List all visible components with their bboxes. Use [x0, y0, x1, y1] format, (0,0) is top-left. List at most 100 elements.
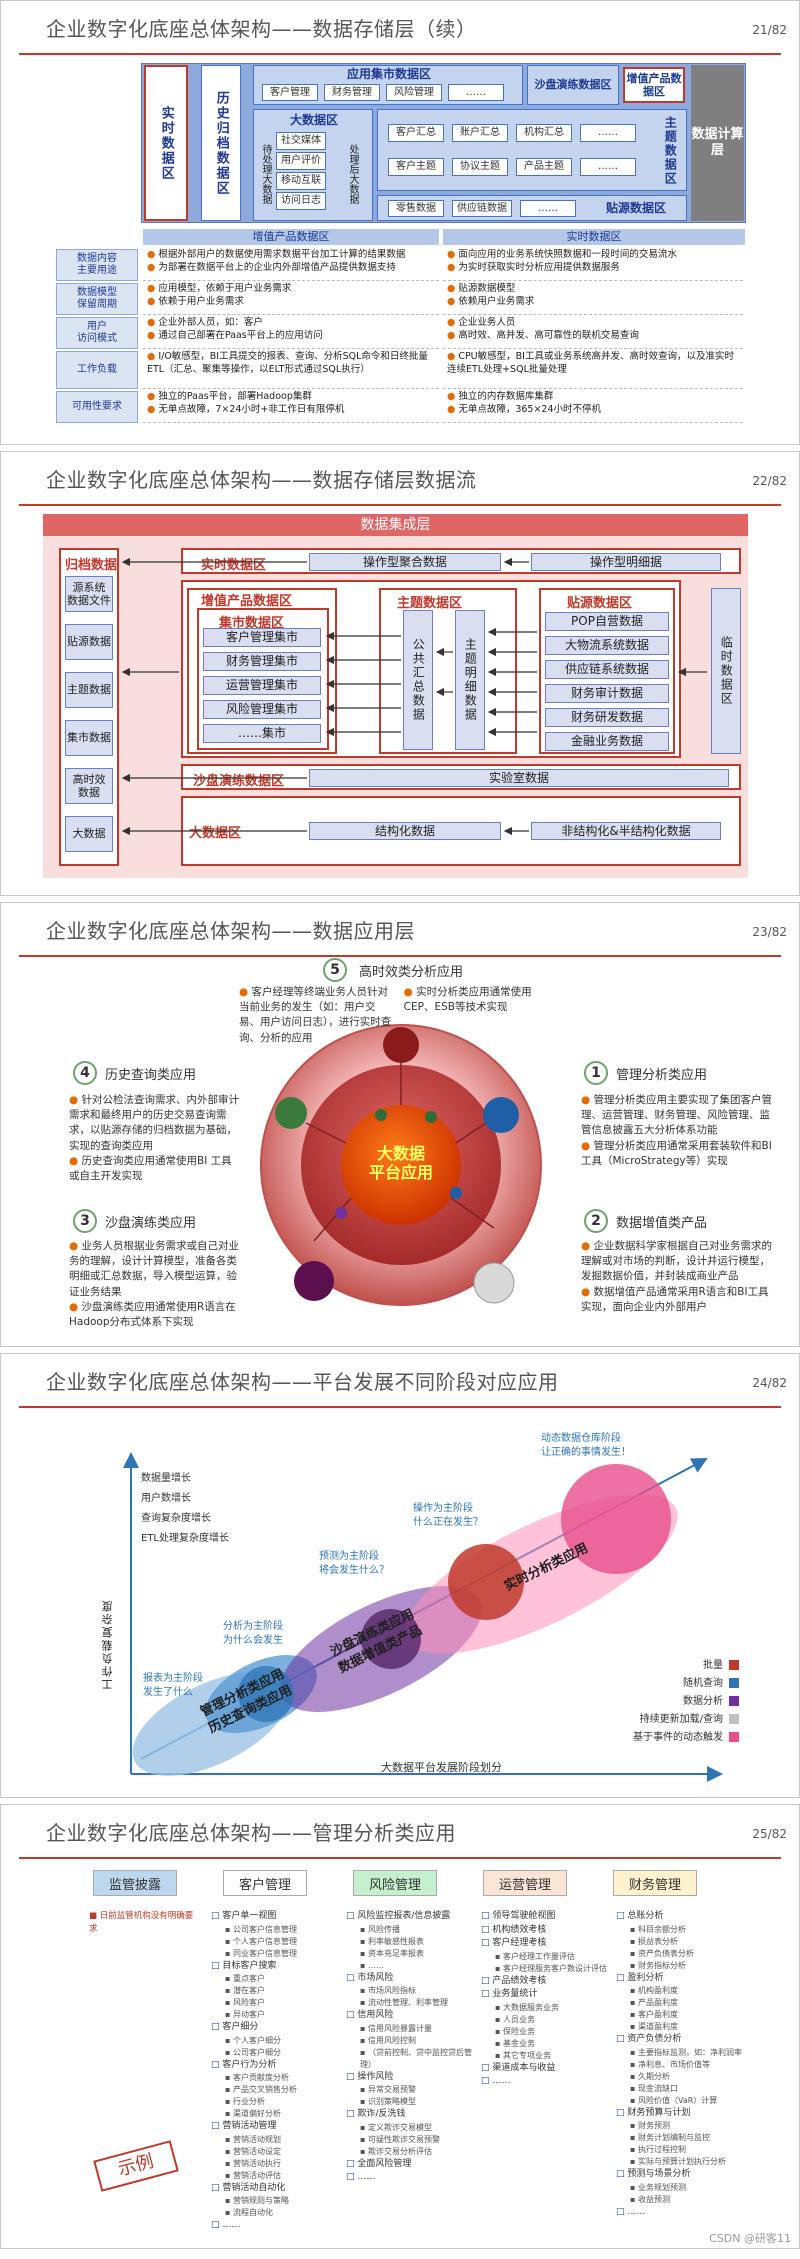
cell-line: ● CPU敏感型，BI工具或业务系统高并发、高时效查询，以及准实时连续ETL处理… [447, 351, 743, 377]
group-item: ▪ 资产负债表分析 [616, 1948, 746, 1960]
group-heading-text: 财务预算与计划 [627, 2108, 690, 2118]
cell-line: ● 企业外部人员，如：客户 [147, 317, 439, 330]
group-item: ▪ 异动客户 [211, 2009, 341, 2021]
cell-line: ● 为实时获取实时分析应用提供数据服务 [447, 262, 743, 275]
group-item-text: 营销活动执行 [233, 2159, 281, 2168]
group-item-text: 客户经理服务客户数设计评估 [503, 1964, 607, 1973]
group-heading-text: 全面风险管理 [357, 2159, 411, 2169]
legend-swatch [729, 1696, 739, 1706]
group-heading-text: 资产负债分析 [627, 2034, 681, 2044]
group-item: ▪ 流程自动化 [211, 2207, 341, 2219]
group-item: ▪ 资本充足率报表 [346, 1948, 476, 1960]
group-item-text: 可疑性欺诈交易预警 [368, 2135, 440, 2144]
bigdata-item: 移动互联 [276, 172, 326, 190]
group-item-text: 个人客户细分 [233, 2036, 281, 2045]
bullet-icon: ● [581, 1094, 594, 1106]
bullet-icon: ▪ [630, 2195, 638, 2204]
compute-layer: 数据计算层 [691, 65, 744, 221]
stage-question: 操作为主阶段 什么正在发生？ [413, 1502, 483, 1529]
bullet-icon: ▪ [630, 2133, 638, 2142]
source-item: 零售数据 [388, 200, 444, 217]
group-item-text: 财务计划编制与监控 [638, 2133, 710, 2142]
bullet-icon: ● [404, 986, 417, 998]
group-item: ▪ 个人客户信息管理 [211, 1936, 341, 1948]
bullet-icon: ● [581, 1140, 594, 1152]
cell-text: 通过自己部署在Paas平台上的应用访问 [158, 330, 322, 341]
group-item-text: 客户经理工作量评估 [503, 1952, 575, 1961]
bullet-icon: □ [481, 2076, 492, 2086]
group-item-text: 营销活动评估 [233, 2171, 281, 2180]
bullet-icon: ▪ [630, 2022, 638, 2031]
bullet-icon: ● [447, 249, 458, 260]
bullet-icon: ▪ [225, 2147, 233, 2156]
bullet-icon: ▪ [225, 1986, 233, 1995]
bullet-icon: ● [147, 404, 158, 415]
group-heading: □ 客户经理考核 [481, 1937, 611, 1951]
bullet-icon: □ [616, 1973, 627, 1983]
app-text: 业务人员根据业务需求或自己对业务的理解，设计计算模型，准备各类明细或汇总数据，导… [69, 1240, 239, 1298]
bullet-icon: ● [147, 249, 158, 260]
group-item-text: 风险客户 [233, 1998, 265, 2007]
legend-swatch [729, 1678, 739, 1688]
group-item: ▪ 风险价值（VaR）计算 [616, 2095, 746, 2107]
app-line: ● 历史查询类应用通常使用BI 工具或自主开发实现 [69, 1154, 239, 1184]
group-item: ▪ 个人客户细分 [211, 2035, 341, 2047]
cell-line: ● 依赖于用户业务需求 [147, 296, 439, 309]
bullet-icon: ▪ [360, 1949, 368, 1958]
group-item-text: 定义欺诈交易模型 [368, 2123, 432, 2132]
bullet-icon: ▪ [630, 1998, 638, 2007]
bullet-icon: □ [346, 1911, 357, 1921]
group-heading: □ 营销活动管理 [211, 2120, 341, 2134]
bigdata-zone: 大数据区 待处理大数据 社交媒体 用户评价 移动互联 访问日志 处理后大数据 [253, 109, 373, 221]
group-heading-text: 信用风险 [357, 2010, 393, 2020]
group-item-text: （贷前控制、贷中监控贷后管理） [360, 2048, 472, 2069]
legend-item: 随机查询 [683, 1677, 739, 1691]
bullet-icon: ▪ [630, 2183, 638, 2192]
cell-text: 面向应用的业务系统快照数据和一段时间的交易流水 [458, 249, 677, 260]
group-item: ▪ 实际与预算计划执行分析 [616, 2156, 746, 2168]
group-item-text: 客户贡献度分析 [233, 2073, 289, 2082]
group-heading: □ 资产负债分析 [616, 2033, 746, 2047]
group-item-text: 行业分析 [233, 2097, 265, 2106]
group-item-text: 其它专项业务 [503, 2051, 551, 2060]
col-item: ■ 日前监管机构没有明确要求 [89, 1910, 199, 1936]
app-line: ● 客户经理等终端业务人员针对当前业务的发生（如：用户交易、用户访问日志），进行… [239, 985, 394, 1046]
bullet-icon: □ [346, 1973, 357, 1983]
group-item-text: 产品交叉销售分析 [233, 2085, 297, 2094]
cell-line: ● 面向应用的业务系统快照数据和一段时间的交易流水 [447, 249, 743, 262]
example-stamp: 示例 [93, 2140, 179, 2192]
page-number: 21/82 [752, 23, 787, 37]
group-item: ▪ 基金业务 [481, 2038, 611, 2050]
bullet-icon: ▪ [225, 1998, 233, 2007]
app-title: 历史查询类应用 [105, 1064, 196, 1083]
table-cell: ● 贴源数据模型● 依赖用户业务需求 [443, 283, 743, 315]
group-item-text: 潜在客户 [233, 1986, 265, 1995]
category-tab: 运营管理 [483, 1870, 567, 1896]
group-heading: □ 目标客户搜索 [211, 1960, 341, 1974]
app-number-badge: 5 [323, 958, 347, 982]
bullet-icon: ▪ [495, 2003, 503, 2012]
group-heading: □ 营销活动自动化 [211, 2182, 341, 2196]
group-heading: □ …… [616, 2206, 746, 2220]
bullet-icon: □ [616, 2108, 627, 2118]
app-text: 针对公检法查询需求、内外部审计需求和最终用户的历史交易查询需求，以贴源存储的归档… [69, 1094, 239, 1152]
group-item-text: 利率敏感性报表 [368, 1937, 424, 1946]
legend-item: 持续更新加载/查询 [640, 1713, 739, 1727]
group-item: ▪ 客户经理工作量评估 [481, 1951, 611, 1963]
group-item-text: 流动性管理、利率管理 [368, 1998, 448, 2007]
table-cell: ● I/O敏感型，BI工具提交的报表、查询、分析SQL命令和日终批量ETL（汇总… [143, 351, 439, 389]
col-item-text: 日前监管机构没有明确要求 [89, 1911, 193, 1934]
source-zone: 零售数据 供应链数据 …… 贴源数据区 [377, 195, 687, 221]
subject-item: 客户主题 [388, 158, 444, 176]
table-cell: ● 根据外部用户的数据使用需求数据平台加工计算的结果数据● 为部署在数据平台上的… [143, 249, 439, 281]
group-item: ▪ 主要指标监测，如：净利润率 [616, 2047, 746, 2059]
app-line: ● 管理分析类应用主要实现了集团客户管理、运营管理、财务管理、风险管理、监管信息… [581, 1093, 776, 1139]
stage-question: 分析为主阶段 为什么会发生 [223, 1620, 283, 1647]
category-column: □ 总账分析▪ 科目余额分析▪ 损益表分析▪ 资产负债表分析▪ 财务指标分析□ … [616, 1910, 746, 2219]
group-heading-text: …… [222, 2220, 240, 2230]
bullet-icon: ● [147, 330, 158, 341]
group-heading: □ 欺诈/反洗钱 [346, 2108, 476, 2122]
app-title: 数据增值类产品 [616, 1212, 707, 1231]
bullet-icon: ● [147, 262, 158, 273]
bullet-icon: ▪ [225, 2048, 233, 2057]
